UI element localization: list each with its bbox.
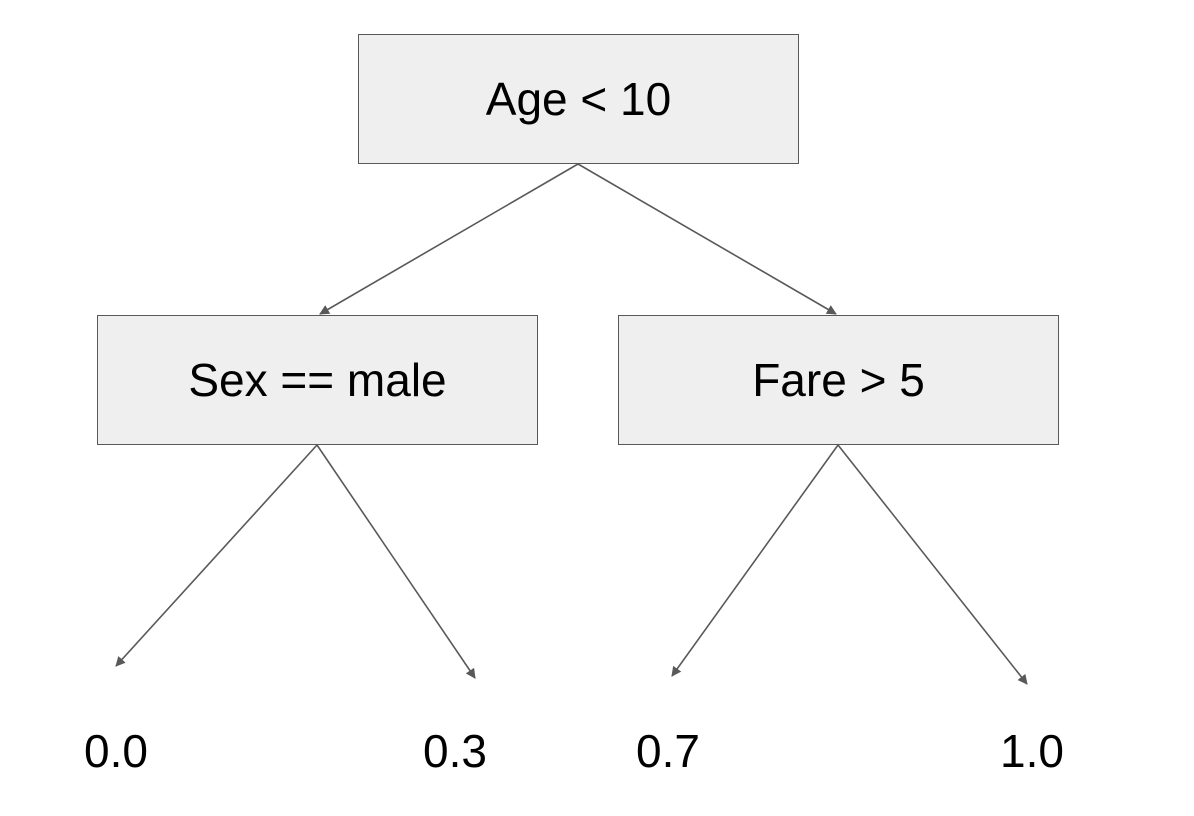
edge-root-to-right (577, 163, 837, 315)
edge-right-to-leaf-3 (671, 444, 839, 677)
edge-left-to-leaf-2 (316, 444, 476, 679)
edge-right-to-leaf-4 (837, 444, 1028, 685)
root-node-age: Age < 10 (358, 34, 799, 164)
leaf-value: 1.0 (1000, 725, 1064, 777)
right-node-fare: Fare > 5 (618, 315, 1059, 445)
edge-root-to-left (319, 163, 579, 315)
left-node-sex: Sex == male (97, 315, 538, 445)
leaf-value: 0.0 (84, 725, 148, 777)
left-node-label: Sex == male (188, 354, 447, 406)
edge-left-to-leaf-1 (115, 444, 318, 667)
right-node-label: Fare > 5 (752, 354, 925, 406)
leaf-value: 0.3 (423, 725, 487, 777)
leaf-value: 0.7 (636, 725, 700, 777)
root-node-label: Age < 10 (485, 73, 672, 125)
